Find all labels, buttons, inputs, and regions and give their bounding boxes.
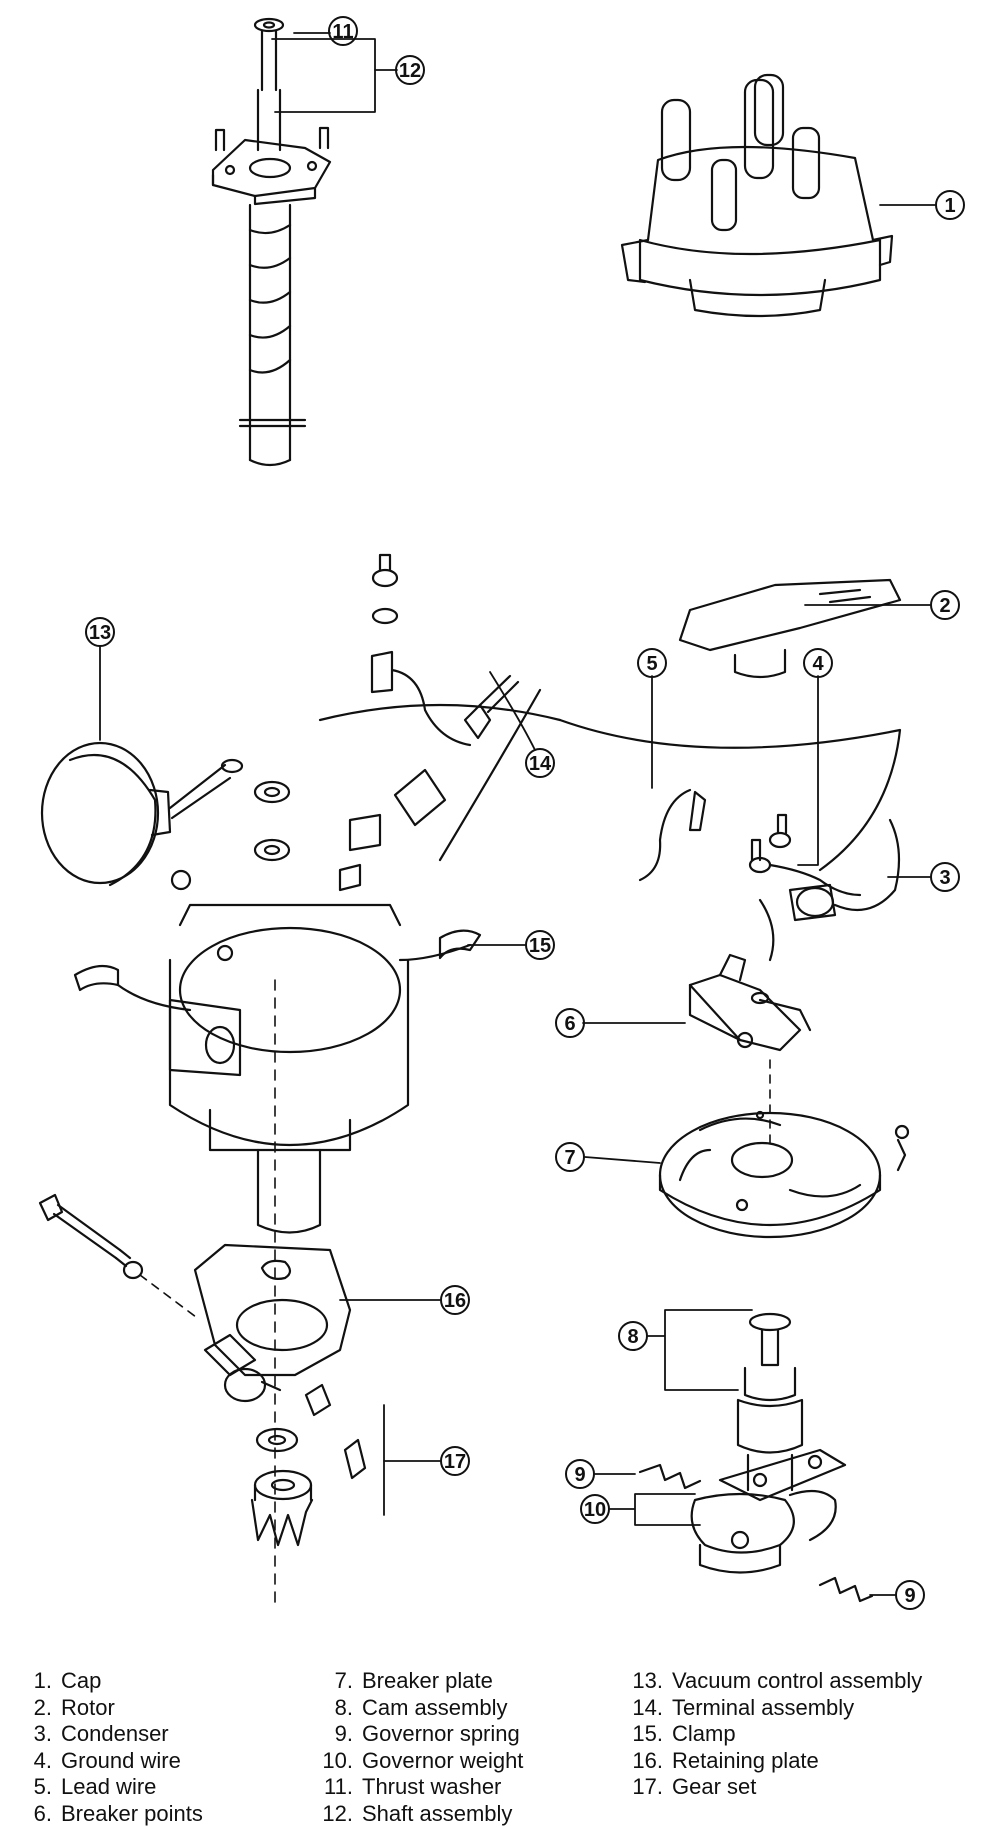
- retaining-plate-drawing: [40, 1195, 350, 1415]
- legend-label: Gear set: [672, 1774, 756, 1799]
- cam-governor-drawing: [640, 1314, 872, 1601]
- distributor-exploded-diagram: 11 12 1 2 3 4 5 13 14 15 6 7 8 9 10 9 16…: [0, 0, 1000, 1630]
- callout-5: 5: [646, 653, 657, 675]
- callout-13: 13: [89, 622, 111, 644]
- legend-label: Lead wire: [61, 1774, 156, 1799]
- legend-number: 3.: [30, 1721, 52, 1748]
- callout-12: 12: [399, 60, 421, 82]
- legend-item: 2. Rotor: [30, 1695, 203, 1722]
- wiring-drawing: [640, 790, 899, 960]
- legend-item: 14. Terminal assembly: [628, 1695, 922, 1722]
- gear-set-drawing: [252, 1429, 365, 1545]
- legend-label: Breaker plate: [362, 1668, 493, 1693]
- legend-item: 5. Lead wire: [30, 1774, 203, 1801]
- legend-label: Governor weight: [362, 1748, 523, 1773]
- legend-label: Condenser: [61, 1721, 169, 1746]
- legend-item: 10. Governor weight: [318, 1748, 523, 1775]
- legend-column-1: 1.Cap 2.Rotor 3.Condenser 4.Ground wire …: [30, 1668, 203, 1827]
- legend-item: 4. Ground wire: [30, 1748, 203, 1775]
- housing-drawing: [75, 782, 480, 1610]
- legend-label: Cam assembly: [362, 1695, 507, 1720]
- legend-label: Terminal assembly: [672, 1695, 854, 1720]
- callout-8: 8: [627, 1326, 638, 1348]
- callout-1: 1: [944, 195, 955, 217]
- legend-item: 16. Retaining plate: [628, 1748, 922, 1775]
- legend-number: 1.: [30, 1668, 52, 1695]
- vacuum-control-drawing: [42, 743, 242, 889]
- legend-item: 8. Cam assembly: [318, 1695, 523, 1722]
- callout-2: 2: [939, 595, 950, 617]
- callout-17: 17: [444, 1451, 466, 1473]
- legend-number: 10.: [318, 1748, 353, 1775]
- legend-number: 7.: [318, 1668, 353, 1695]
- shaft-assembly-drawing: [213, 19, 330, 465]
- legend-label: Clamp: [672, 1721, 736, 1746]
- callout-9-lower: 9: [904, 1585, 915, 1607]
- callout-7: 7: [564, 1147, 575, 1169]
- legend-label: Ground wire: [61, 1748, 181, 1773]
- legend-column-3: 13. Vacuum control assembly 14. Terminal a…: [628, 1668, 922, 1801]
- callout-14: 14: [529, 753, 552, 775]
- callout-3: 3: [939, 867, 950, 889]
- legend-item: 1. Cap: [30, 1668, 203, 1695]
- callout-4: 4: [812, 653, 824, 675]
- legend-item: 6. Breaker points: [30, 1801, 203, 1827]
- legend-number: 4.: [30, 1748, 52, 1775]
- legend-number: 11.: [318, 1774, 353, 1801]
- callout-9-upper: 9: [574, 1464, 585, 1486]
- legend-number: 5.: [30, 1774, 52, 1801]
- legend-item: 9. Governor spring: [318, 1721, 523, 1748]
- legend-label: Shaft assembly: [362, 1801, 512, 1826]
- callout-circles: [86, 17, 964, 1609]
- legend-number: 12.: [318, 1801, 353, 1827]
- legend-number: 17.: [628, 1774, 663, 1801]
- legend-item: 12. Shaft assembly: [318, 1801, 523, 1827]
- legend-item: 11. Thrust washer: [318, 1774, 523, 1801]
- legend-label: Cap: [61, 1668, 101, 1693]
- legend-number: 2.: [30, 1695, 52, 1722]
- legend-item: 15. Clamp: [628, 1721, 922, 1748]
- legend-number: 15.: [628, 1721, 663, 1748]
- legend-item: 3. Condenser: [30, 1721, 203, 1748]
- legend-number: 16.: [628, 1748, 663, 1775]
- legend-number: 6.: [30, 1801, 52, 1827]
- legend-label: Rotor: [61, 1695, 115, 1720]
- legend-item: 13. Vacuum control assembly: [628, 1668, 922, 1695]
- legend-label: Governor spring: [362, 1721, 520, 1746]
- legend-number: 9.: [318, 1721, 353, 1748]
- callout-10: 10: [584, 1499, 606, 1521]
- legend-label: Thrust washer: [362, 1774, 501, 1799]
- legend-number: 8.: [318, 1695, 353, 1722]
- legend-number: 13.: [628, 1668, 663, 1695]
- callout-16: 16: [444, 1290, 466, 1312]
- callout-6: 6: [564, 1013, 575, 1035]
- cap-drawing: [622, 75, 892, 316]
- legend-item: 17. Gear set: [628, 1774, 922, 1801]
- legend-label: Vacuum control assembly: [672, 1668, 922, 1693]
- legend-column-2: 7. Breaker plate 8. Cam assembly 9. Governo…: [318, 1668, 523, 1827]
- legend-label: Breaker points: [61, 1801, 203, 1826]
- legend-number: 14.: [628, 1695, 663, 1722]
- legend-label: Retaining plate: [672, 1748, 819, 1773]
- breaker-plate-drawing: [660, 1060, 908, 1237]
- legend-item: 7. Breaker plate: [318, 1668, 523, 1695]
- parts-legend: 1.Cap 2.Rotor 3.Condenser 4.Ground wire …: [0, 1668, 1000, 1818]
- leader-lines: [100, 33, 935, 1595]
- callout-11: 11: [332, 21, 353, 43]
- callout-15: 15: [529, 935, 551, 957]
- breaker-points-drawing: [690, 955, 810, 1050]
- rotor-drawing: [680, 580, 900, 677]
